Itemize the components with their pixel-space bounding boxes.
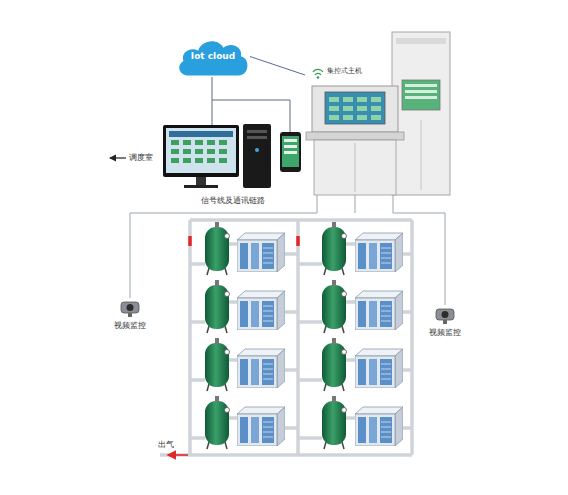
signal-line	[393, 195, 445, 305]
video-camera: 视频监控	[420, 305, 470, 347]
node-text: Iot cloud	[176, 51, 250, 61]
node-text: 视频监控	[106, 321, 154, 331]
node-text: 视频监控	[420, 328, 470, 338]
link-label: 信号线及通讯链路	[200, 196, 266, 206]
control-host: 集控式主机	[305, 64, 405, 195]
video-camera: 视频监控	[106, 298, 154, 340]
node-text: 集控式主机	[327, 66, 405, 76]
wireless-link	[250, 57, 305, 76]
signal-line	[130, 195, 317, 298]
outlet-label: 出气	[157, 440, 175, 450]
location-label: 调度室	[128, 153, 154, 163]
cloud-node: Iot cloud	[176, 36, 250, 77]
